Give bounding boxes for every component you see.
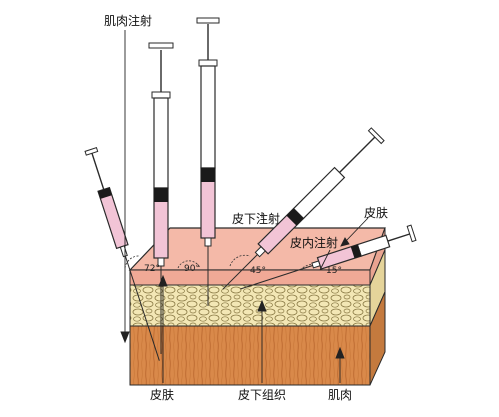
syringe-90deg-tall bbox=[196, 17, 220, 306]
angle-15: 15° bbox=[326, 266, 342, 276]
angle-45: 45° bbox=[250, 266, 266, 276]
label-skin-bottom: 皮肤 bbox=[150, 388, 175, 402]
label-muscle: 肌肉 bbox=[328, 388, 353, 402]
syringe-72deg bbox=[84, 147, 160, 361]
leader-intradermal bbox=[319, 249, 331, 271]
syringe-45deg bbox=[222, 127, 385, 290]
label-intradermal-injection: 皮内注射 bbox=[290, 236, 339, 250]
label-subcutaneous-tissue: 皮下组织 bbox=[238, 388, 287, 402]
arc-90 bbox=[177, 260, 201, 269]
angle-90: 90° bbox=[184, 264, 200, 274]
label-skin-right: 皮肤 bbox=[364, 206, 389, 220]
syringe-90deg-long bbox=[148, 42, 174, 354]
angle-72: 72° bbox=[144, 264, 160, 274]
arc-45 bbox=[229, 254, 251, 267]
leader-lines bbox=[120, 30, 369, 383]
tissue-block bbox=[128, 227, 386, 386]
syringe-15deg bbox=[240, 224, 417, 290]
fat-layer bbox=[129, 284, 371, 327]
leader-skin-right bbox=[344, 217, 369, 243]
muscle-layer bbox=[129, 325, 371, 386]
label-intramuscular: 肌肉注射 bbox=[104, 14, 153, 28]
label-subcutaneous-injection: 皮下注射 bbox=[232, 212, 281, 226]
